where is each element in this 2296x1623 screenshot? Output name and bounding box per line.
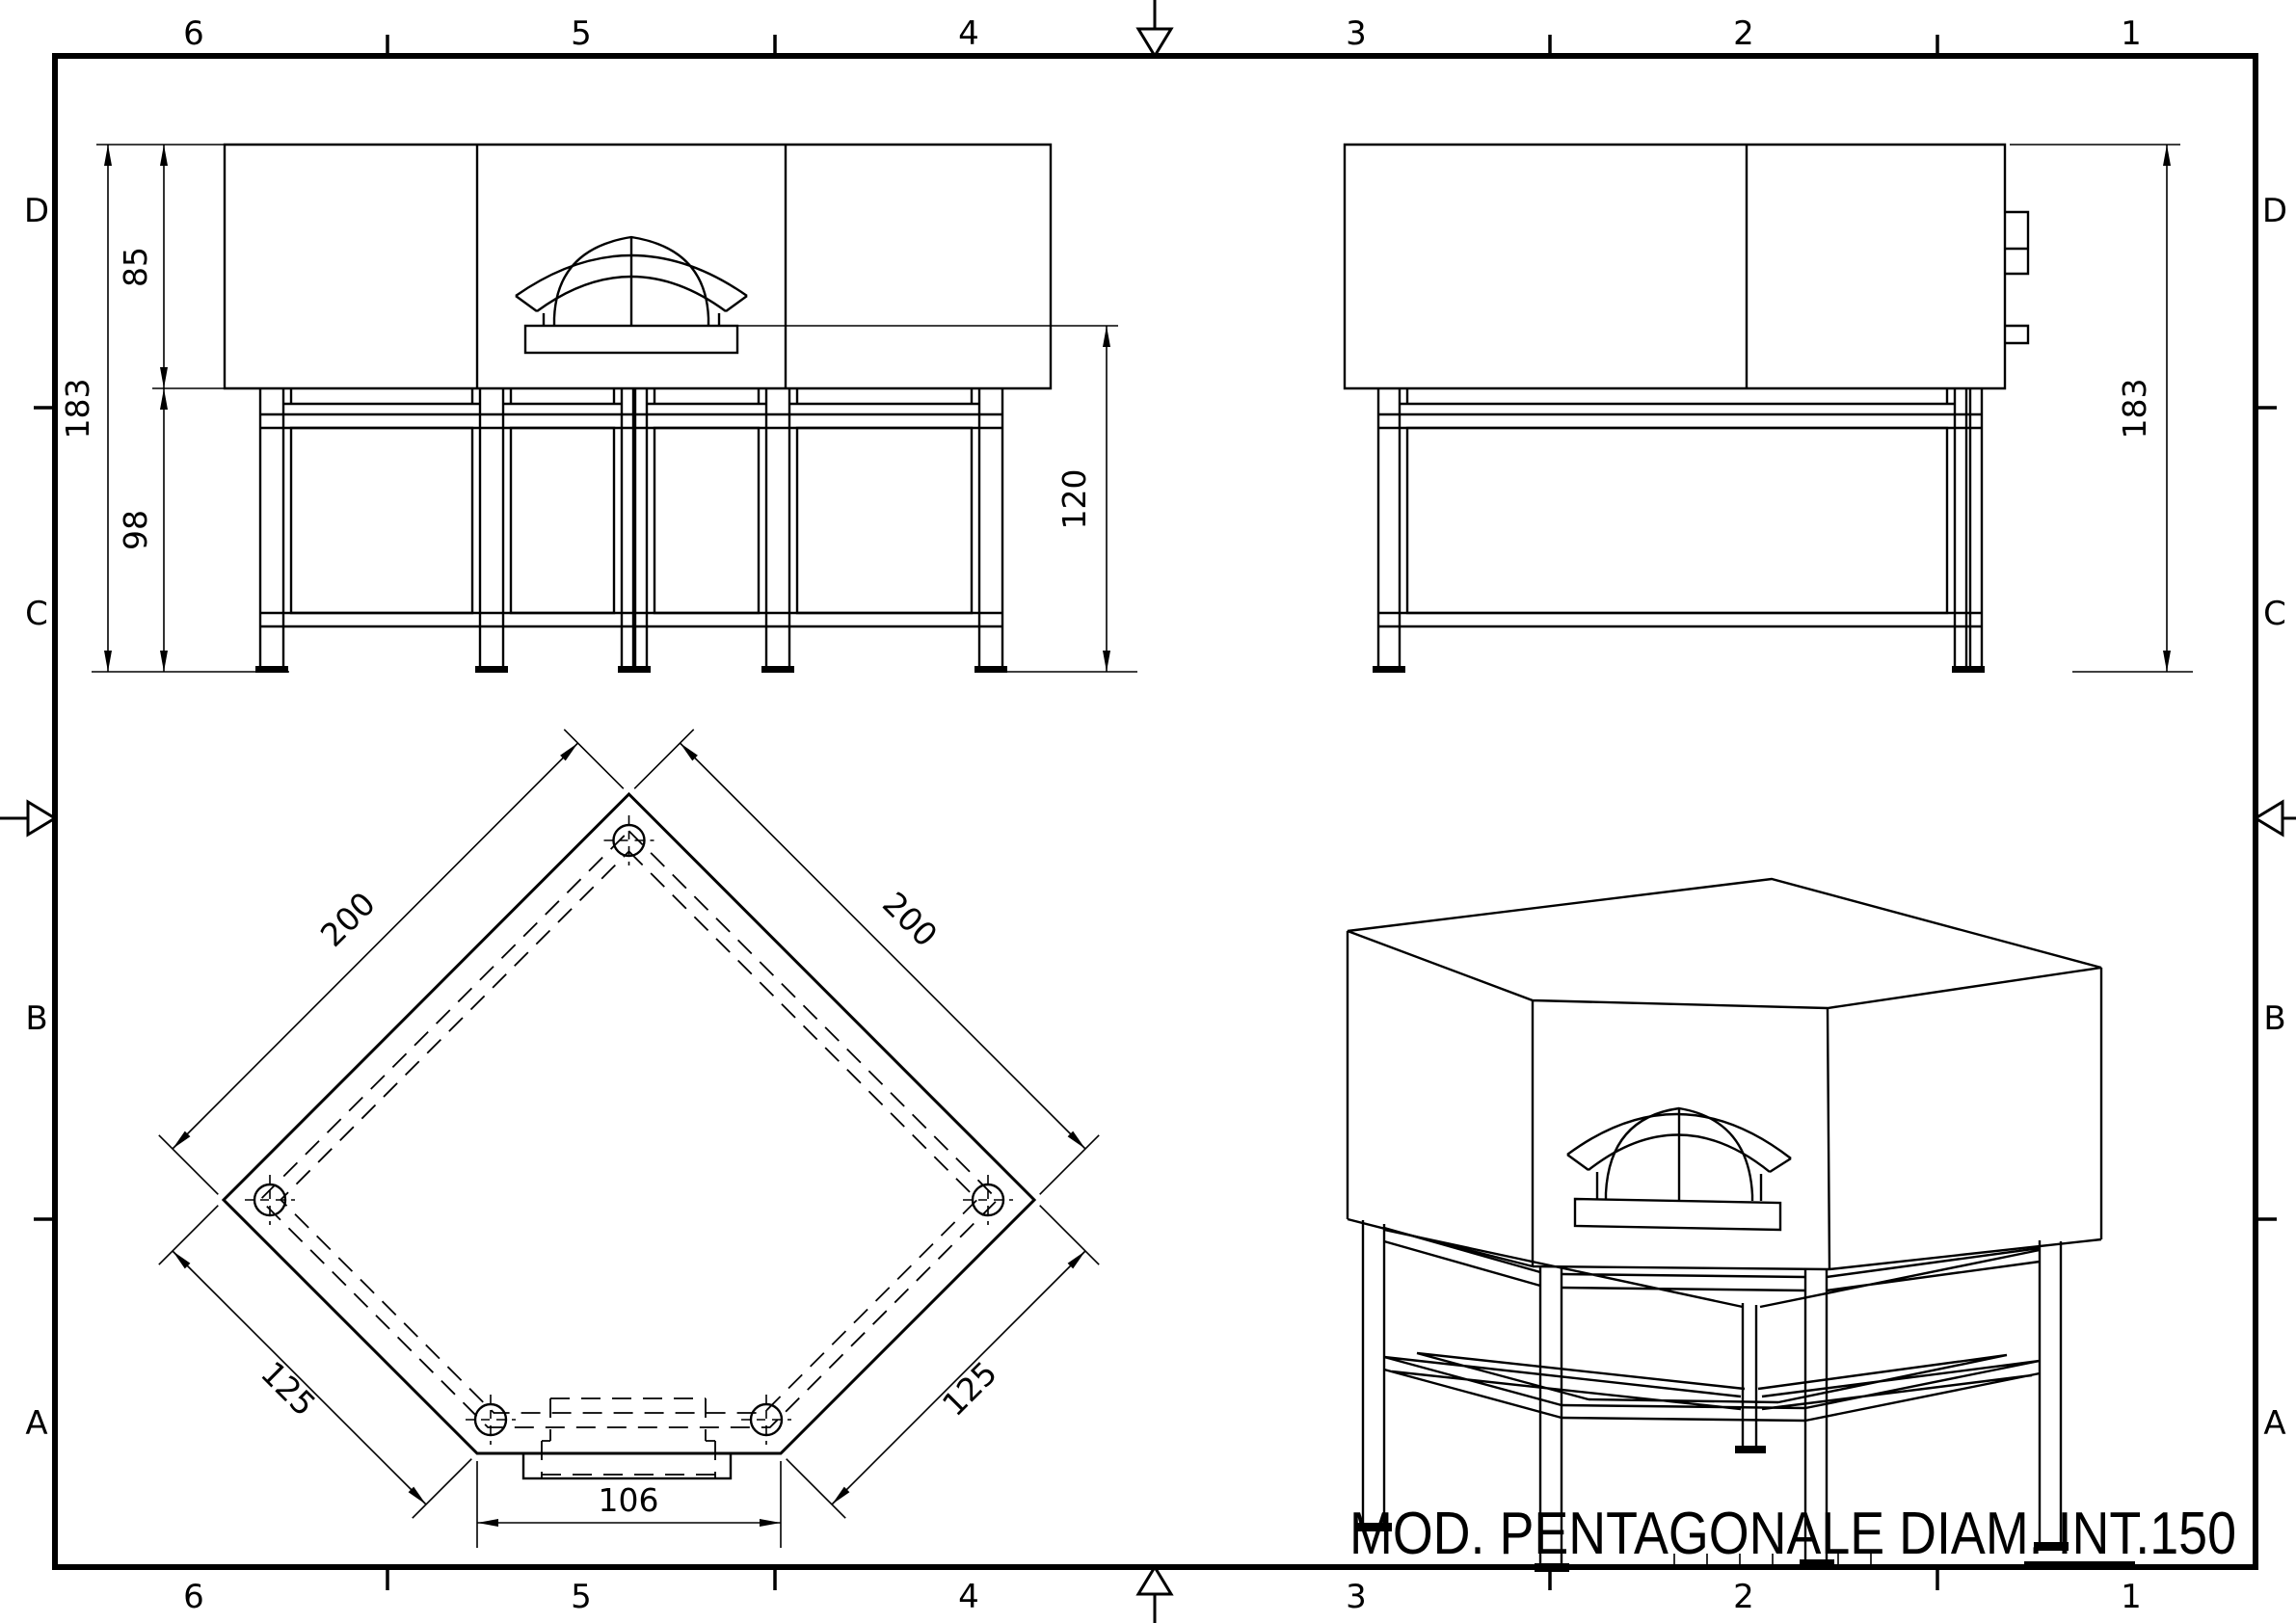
plan-dim-lines bbox=[158, 729, 1100, 1548]
front-stand-feet bbox=[255, 666, 1007, 673]
col-label-bottom-1: 1 bbox=[2121, 1578, 2142, 1616]
plan-corner-holes bbox=[245, 815, 1013, 1445]
row-label-left-A: A bbox=[25, 1404, 47, 1443]
iso-mouth-shelf bbox=[1573, 1197, 1782, 1232]
center-mark-top bbox=[1135, 0, 1174, 59]
frame-ticks bbox=[34, 35, 2277, 1590]
row-label-left-B: B bbox=[25, 999, 47, 1038]
front-dim-120: 120 bbox=[1055, 469, 1093, 530]
plan-inner-wall-dashed bbox=[258, 829, 1000, 1428]
col-label-bottom-6: 6 bbox=[183, 1578, 204, 1616]
side-stand bbox=[1373, 388, 1985, 673]
side-stand-feet bbox=[1373, 666, 1985, 673]
plan-shelf bbox=[521, 1451, 733, 1480]
mouth-shelf bbox=[523, 324, 739, 355]
plan-dim-106: 106 bbox=[599, 1481, 659, 1519]
drawing-title: MOD. PENTAGONALE DIAM. INT.150 bbox=[1349, 1501, 2236, 1567]
col-label-top-3: 3 bbox=[1346, 14, 1367, 53]
col-label-top-6: 6 bbox=[183, 14, 204, 53]
mouth-arch-opening bbox=[552, 235, 710, 326]
row-label-left-D: D bbox=[24, 192, 49, 230]
front-oven-body bbox=[223, 143, 1053, 390]
side-dim-lines bbox=[2010, 144, 2193, 673]
plan-dim-125-right: 125 bbox=[935, 1354, 1004, 1423]
plan-door-dashed bbox=[541, 1397, 716, 1478]
row-label-right-D: D bbox=[2262, 192, 2287, 230]
side-dim-183: 183 bbox=[2116, 379, 2153, 439]
col-label-bottom-4: 4 bbox=[958, 1578, 979, 1616]
front-view-dimensions: 85 183 98 120 bbox=[59, 144, 1137, 673]
plan-view: 200 200 125 125 106 bbox=[158, 729, 1100, 1548]
front-dim-98: 98 bbox=[117, 510, 154, 550]
corner-hole-circles bbox=[253, 823, 1005, 1437]
side-stand-rails bbox=[1378, 388, 1982, 628]
row-label-right-C: C bbox=[2263, 595, 2286, 633]
side-oven-body bbox=[1343, 143, 2007, 390]
plan-dim-200-left: 200 bbox=[313, 885, 383, 954]
side-view: 183 bbox=[1343, 143, 2193, 673]
front-oven-mouth bbox=[515, 235, 748, 355]
col-label-bottom-3: 3 bbox=[1346, 1578, 1367, 1616]
iso-mouth-arch bbox=[1604, 1106, 1754, 1201]
row-label-right-A: A bbox=[2263, 1404, 2285, 1443]
iso-oven-mouth bbox=[1566, 1106, 1792, 1232]
plan-dim-125-left: 125 bbox=[254, 1354, 323, 1423]
iso-stand-top-rails bbox=[1383, 1226, 2041, 1309]
frame-border bbox=[52, 53, 2258, 1570]
front-view: 85 183 98 120 bbox=[59, 143, 1137, 673]
side-connector-tabs bbox=[2005, 210, 2030, 345]
plan-dim-200-right: 200 bbox=[875, 885, 945, 954]
center-mark-left bbox=[0, 799, 58, 838]
isometric-view bbox=[1346, 877, 2103, 1572]
row-label-left-C: C bbox=[25, 595, 48, 633]
front-dim-85: 85 bbox=[117, 247, 154, 287]
col-label-top-1: 1 bbox=[2121, 14, 2142, 53]
col-label-bottom-5: 5 bbox=[571, 1578, 592, 1616]
col-label-bottom-2: 2 bbox=[1733, 1578, 1754, 1616]
front-stand-legs bbox=[258, 388, 1004, 672]
front-dim-arrows bbox=[104, 145, 1110, 672]
side-stand-legs bbox=[1376, 388, 1984, 672]
col-label-top-5: 5 bbox=[571, 14, 592, 53]
plan-outline bbox=[221, 791, 1037, 1455]
iso-oven-body bbox=[1346, 877, 2103, 1271]
col-label-top-2: 2 bbox=[1733, 14, 1754, 53]
center-mark-right bbox=[2253, 799, 2296, 838]
side-view-dimensions: 183 bbox=[2010, 144, 2193, 673]
front-stand-rails bbox=[260, 388, 1002, 628]
row-label-right-B: B bbox=[2263, 999, 2285, 1038]
side-stand-panel bbox=[1405, 426, 1949, 615]
front-dim-183: 183 bbox=[59, 379, 96, 439]
front-stand-panels bbox=[289, 426, 974, 615]
center-mark-bottom bbox=[1135, 1564, 1174, 1623]
col-label-top-4: 4 bbox=[958, 14, 979, 53]
iso-stand-shelf-ring bbox=[1383, 1351, 2041, 1423]
iso-stand bbox=[1357, 1220, 2069, 1572]
front-stand bbox=[255, 388, 1007, 673]
